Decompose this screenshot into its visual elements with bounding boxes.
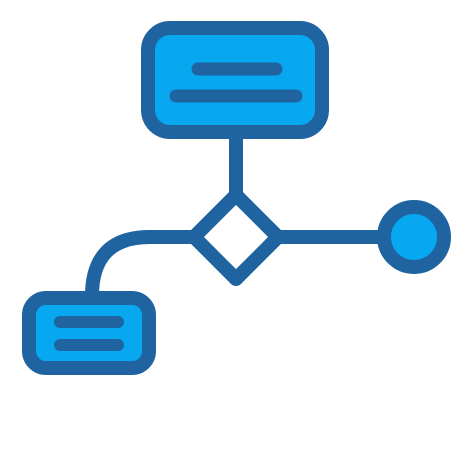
bottom-process-box xyxy=(22,291,156,375)
bottom-box-shape xyxy=(22,291,156,375)
end-circle xyxy=(377,200,451,274)
decision-diamond xyxy=(187,188,285,286)
curved-connector-left xyxy=(85,230,195,297)
top-process-box xyxy=(141,21,329,139)
top-box-shape xyxy=(141,21,329,139)
